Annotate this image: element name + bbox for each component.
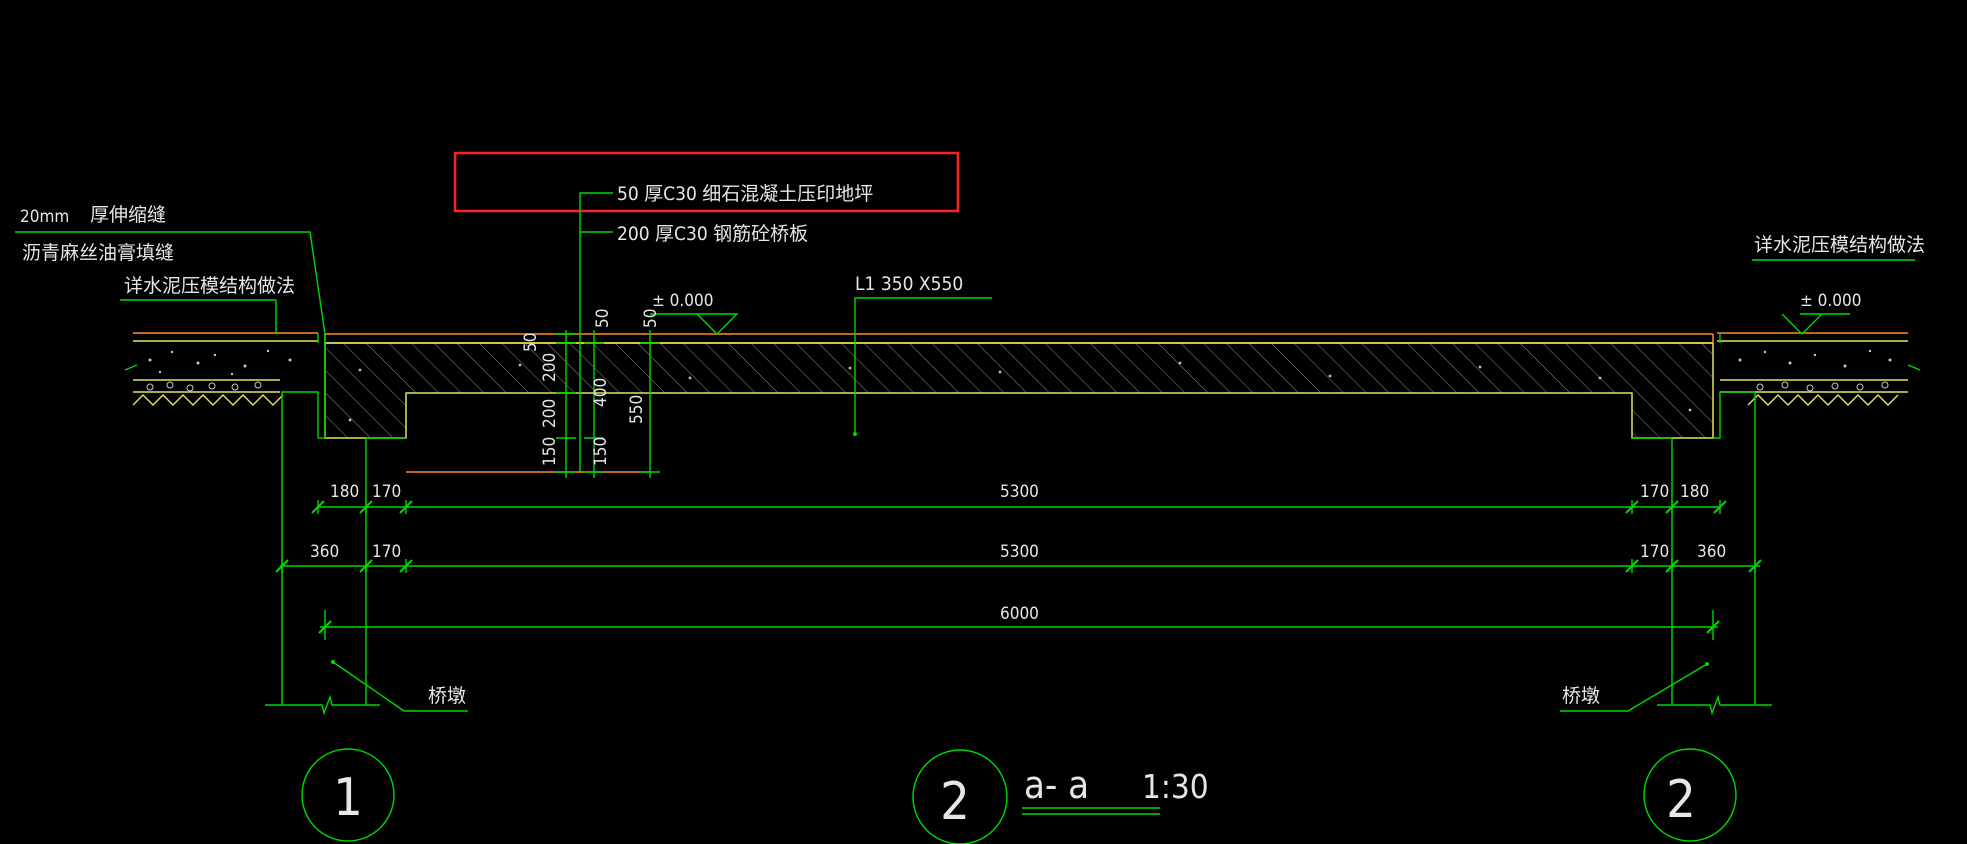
vertical-dimensions: 50 200 200 150 50 400 150 50 550 xyxy=(521,309,661,478)
dim-r3-6000: 6000 xyxy=(1000,604,1039,624)
axis-2-right-label: 2 xyxy=(1666,770,1696,830)
dim-va-200b: 200 xyxy=(540,399,560,428)
dimension-row-3: 6000 xyxy=(318,604,1720,640)
beam-mark: L1 350 X550 xyxy=(853,273,992,436)
beam-mark-label: L1 350 X550 xyxy=(855,273,963,295)
layer-top-label: 50 厚C30 细石混凝土压印地坪 xyxy=(617,183,873,205)
dim-r1-170-right: 170 xyxy=(1640,482,1669,502)
dim-va-50: 50 xyxy=(521,333,541,352)
elevation-right-label: ± 0.000 xyxy=(1800,291,1861,311)
dimension-row-1: 180 170 5300 170 180 xyxy=(311,482,1727,514)
pier-label-right: 桥墩 xyxy=(1560,662,1709,712)
detail-ref-right: 详水泥压模结构做法 xyxy=(1754,234,1925,256)
dim-vb-400: 400 xyxy=(591,378,611,407)
axis-bubble-2-right: 2 xyxy=(1643,748,1737,842)
dim-r2-360-left: 360 xyxy=(310,542,339,562)
dim-r1-5300: 5300 xyxy=(1000,482,1039,502)
layer-slab-label: 200 厚C30 钢筋砼桥板 xyxy=(617,223,808,245)
dimension-row-2: 360 170 5300 170 360 xyxy=(275,542,1762,573)
axis-2-center-label: 2 xyxy=(940,772,970,832)
joint-fill-label: 沥青麻丝油膏填缝 xyxy=(22,241,174,264)
pier-right-text: 桥墩 xyxy=(1562,685,1600,707)
axis-bubble-1: 1 xyxy=(301,748,395,842)
highlight-box[interactable] xyxy=(453,151,960,213)
joint-callout: 20mm 厚伸缩缝 沥青麻丝油膏填缝 详水泥压模结构做法 xyxy=(15,204,326,335)
dim-r1-170-left: 170 xyxy=(372,482,401,502)
dim-vb-150: 150 xyxy=(591,437,611,466)
left-ground-fill xyxy=(124,332,318,406)
dim-va-150: 150 xyxy=(540,437,560,466)
elevation-mark-left: ± 0.000 xyxy=(650,291,739,335)
dim-r2-5300: 5300 xyxy=(1000,542,1039,562)
elevation-mark-right: ± 0.000 xyxy=(1781,291,1861,335)
right-detail-callout: 详水泥压模结构做法 xyxy=(1752,234,1925,261)
right-ground-fill xyxy=(1717,332,1921,406)
section-name: a- a xyxy=(1024,763,1089,807)
section-title: a- a 1:30 xyxy=(1022,763,1209,815)
dim-r2-170-right: 170 xyxy=(1640,542,1669,562)
left-pier xyxy=(265,333,406,716)
joint-width-label: 20mm xyxy=(20,207,69,227)
axis-1-label: 1 xyxy=(333,768,363,828)
axis-bubble-2-center: 2 xyxy=(912,749,1008,844)
dim-vc-550: 550 xyxy=(627,395,647,424)
dim-r1-180-left: 180 xyxy=(330,482,359,502)
dim-vc-50: 50 xyxy=(641,309,661,328)
dim-r1-180-right: 180 xyxy=(1680,482,1709,502)
pier-label-left: 桥墩 xyxy=(331,660,468,712)
section-scale: 1:30 xyxy=(1142,767,1209,806)
layer-callout: 50 厚C30 细石混凝土压印地坪 200 厚C30 钢筋砼桥板 xyxy=(579,183,873,472)
dim-vb-50: 50 xyxy=(593,309,613,328)
elevation-left-label: ± 0.000 xyxy=(652,291,713,311)
dim-r2-170-left: 170 xyxy=(372,542,401,562)
pier-left-text: 桥墩 xyxy=(428,685,466,707)
joint-name-label: 厚伸缩缝 xyxy=(90,204,166,226)
detail-ref-left: 详水泥压模结构做法 xyxy=(124,275,295,297)
dim-r2-360-right: 360 xyxy=(1697,542,1726,562)
dim-va-200a: 200 xyxy=(540,353,560,382)
